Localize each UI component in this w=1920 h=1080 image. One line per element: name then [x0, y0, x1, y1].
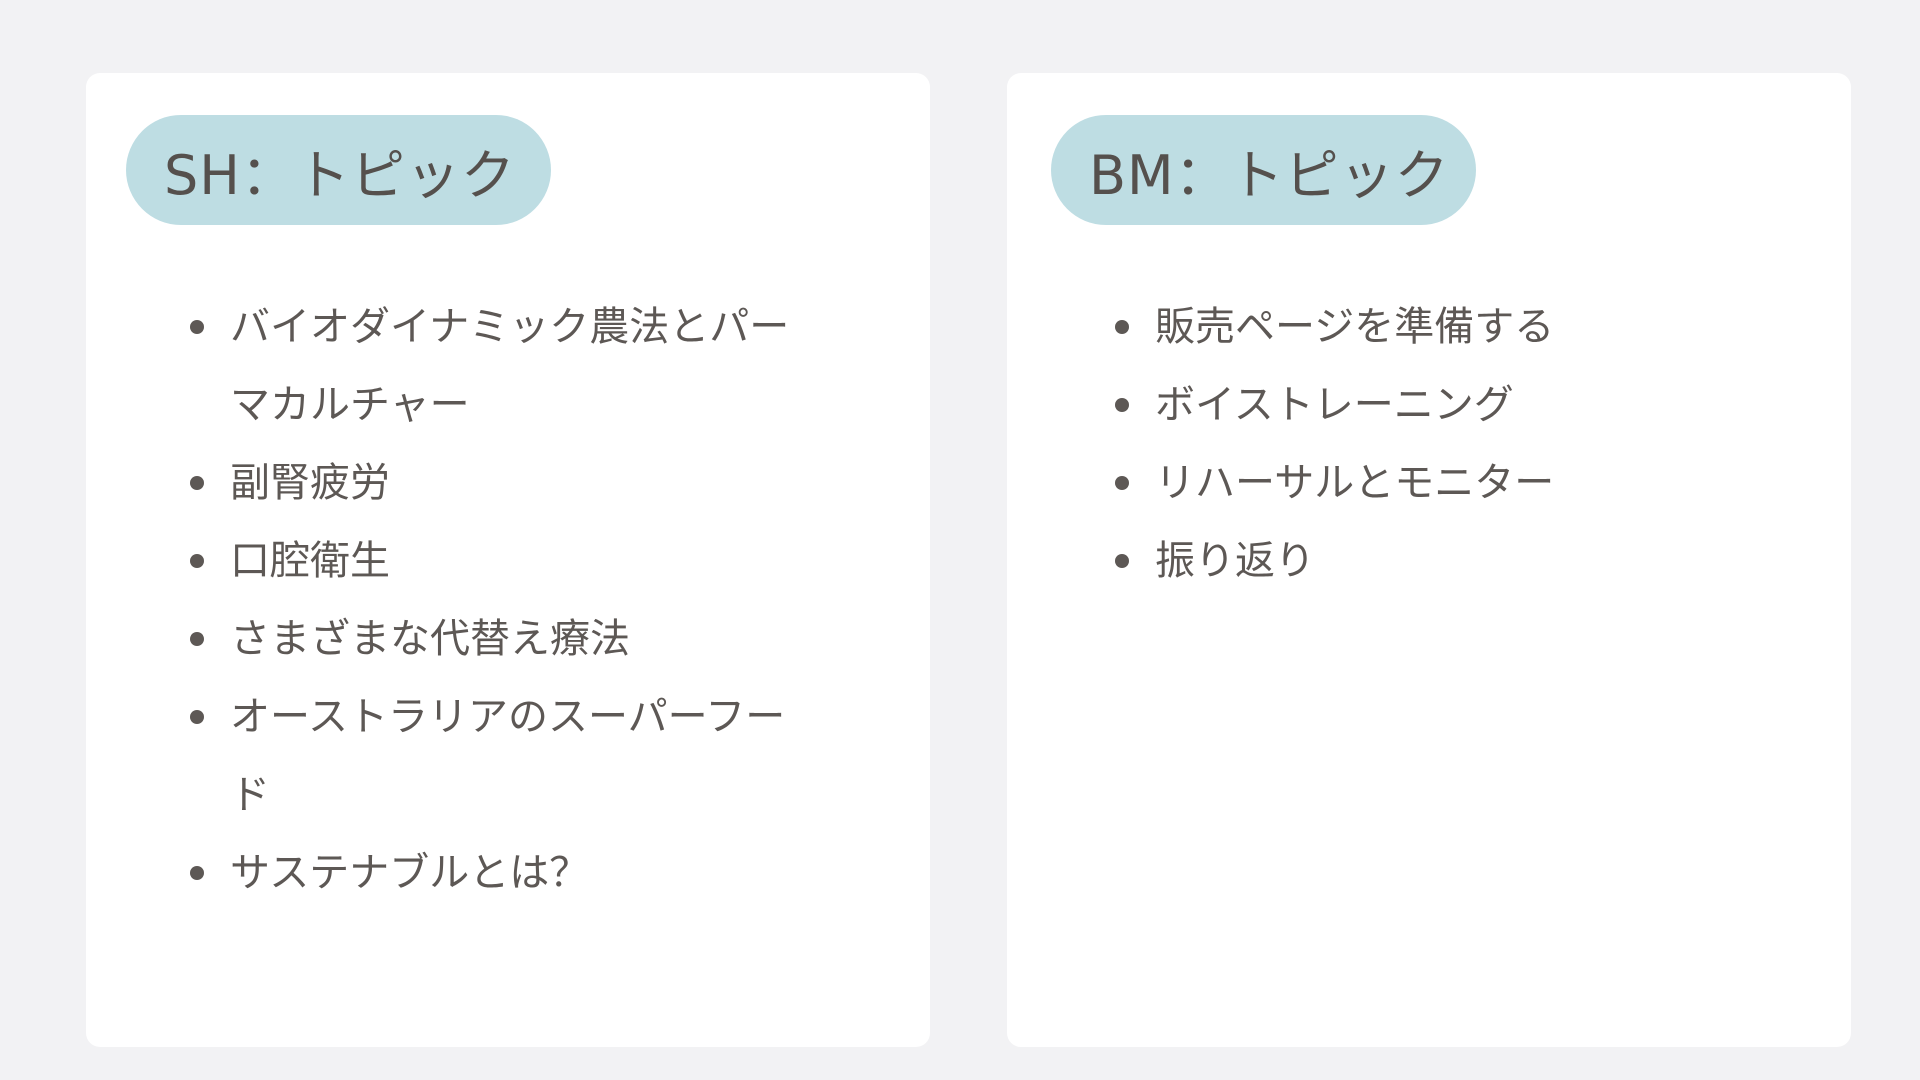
- bullet-icon: [190, 554, 204, 568]
- bullet-icon: [1115, 320, 1129, 334]
- sh-topic-title: SH：トピック: [164, 143, 516, 207]
- list-item: さまざまな代替え療法: [190, 600, 790, 678]
- list-item-text: 口腔衛生: [230, 538, 390, 584]
- list-item: サステナブルとは？: [190, 834, 790, 912]
- list-item-text: 副腎疲労: [230, 460, 390, 506]
- sh-topic-card: SH：トピック バイオダイナミック農法とパーマカルチャー 副腎疲労 口腔衛生 さ…: [86, 73, 930, 1047]
- bm-topic-list: 販売ページを準備する ボイストレーニング リハーサルとモニター 振り返り: [1115, 288, 1715, 600]
- list-item: 口腔衛生: [190, 522, 790, 600]
- list-item: リハーサルとモニター: [1115, 444, 1715, 522]
- bullet-icon: [190, 632, 204, 646]
- list-item: 販売ページを準備する: [1115, 288, 1715, 366]
- list-item-text: 振り返り: [1155, 538, 1315, 584]
- list-item-text: ボイストレーニング: [1155, 382, 1514, 428]
- list-item-text: 販売ページを準備する: [1155, 304, 1555, 350]
- list-item: オーストラリアのスーパーフード: [190, 678, 790, 834]
- sh-topic-header: SH：トピック: [126, 115, 551, 225]
- bullet-icon: [1115, 554, 1129, 568]
- list-item: 振り返り: [1115, 522, 1715, 600]
- bullet-icon: [190, 866, 204, 880]
- bm-topic-title: BM：トピック: [1089, 143, 1450, 207]
- list-item-text: リハーサルとモニター: [1155, 460, 1555, 506]
- list-item: 副腎疲労: [190, 444, 790, 522]
- list-item: バイオダイナミック農法とパーマカルチャー: [190, 288, 790, 444]
- bullet-icon: [1115, 398, 1129, 412]
- list-item: ボイストレーニング: [1115, 366, 1715, 444]
- sh-topic-list: バイオダイナミック農法とパーマカルチャー 副腎疲労 口腔衛生 さまざまな代替え療…: [190, 288, 790, 912]
- bm-topic-card: BM：トピック 販売ページを準備する ボイストレーニング リハーサルとモニター …: [1007, 73, 1851, 1047]
- bullet-icon: [190, 710, 204, 724]
- bullet-icon: [190, 476, 204, 490]
- list-item-text: サステナブルとは？: [230, 850, 590, 896]
- bm-topic-header: BM：トピック: [1051, 115, 1476, 225]
- bullet-icon: [1115, 476, 1129, 490]
- list-item-text: バイオダイナミック農法とパーマカルチャー: [230, 304, 790, 428]
- list-item-text: さまざまな代替え療法: [230, 616, 630, 662]
- list-item-text: オーストラリアのスーパーフード: [230, 694, 786, 818]
- bullet-icon: [190, 320, 204, 334]
